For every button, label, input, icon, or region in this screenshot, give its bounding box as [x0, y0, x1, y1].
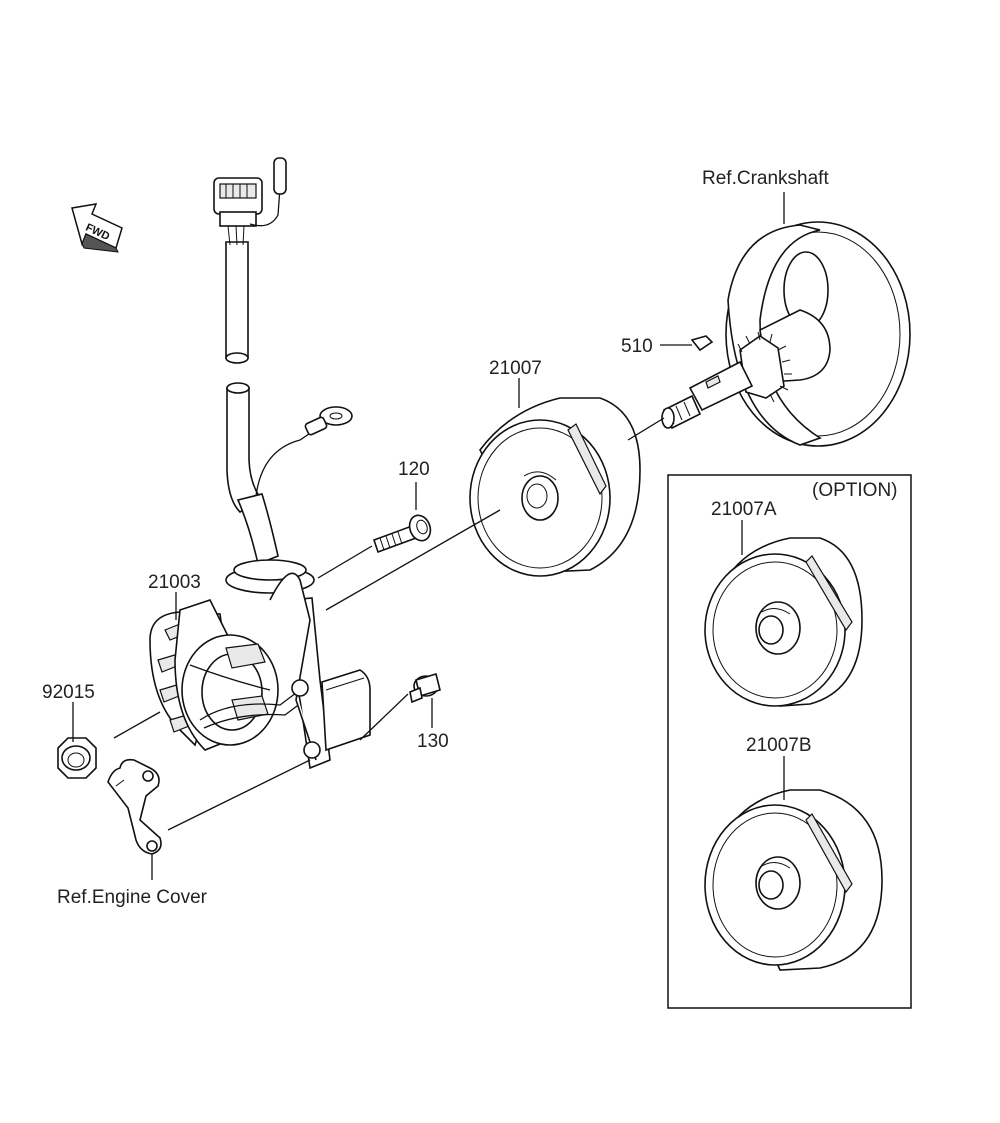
- fwd-arrow-icon: FWD: [71, 203, 123, 253]
- wire-harness: [213, 157, 353, 594]
- flywheel-21007a: [704, 537, 863, 707]
- option-label: (OPTION): [812, 480, 898, 501]
- ground-ring-terminal: [319, 406, 353, 426]
- stator-assembly: [149, 572, 371, 770]
- nut-92015: [57, 737, 97, 779]
- part-92015-label: 92015: [42, 682, 95, 703]
- part-21007b-label: 21007B: [746, 735, 812, 756]
- part-130-label: 130: [417, 731, 449, 752]
- wire-clamp-bracket: [107, 758, 162, 855]
- part-21007-label: 21007: [489, 358, 542, 379]
- part-21007a-label: 21007A: [711, 499, 777, 520]
- pickup-coil: [321, 669, 371, 752]
- leader-lines: [72, 192, 785, 880]
- option-box: [667, 474, 912, 1009]
- flywheel-21007: [469, 397, 641, 577]
- woodruff-key-510: [690, 335, 714, 352]
- bolt-130: [409, 672, 441, 704]
- ref-crankshaft-label: Ref.Crankshaft: [702, 168, 829, 189]
- part-510-label: 510: [621, 336, 653, 357]
- wire-terminal: [273, 157, 287, 195]
- crankshaft: [661, 221, 911, 447]
- part-120-label: 120: [398, 459, 430, 480]
- screw-120: [372, 514, 432, 554]
- flywheel-21007b: [704, 789, 883, 971]
- ref-engine-cover-label: Ref.Engine Cover: [57, 887, 208, 908]
- part-21003-label: 21003: [148, 572, 201, 593]
